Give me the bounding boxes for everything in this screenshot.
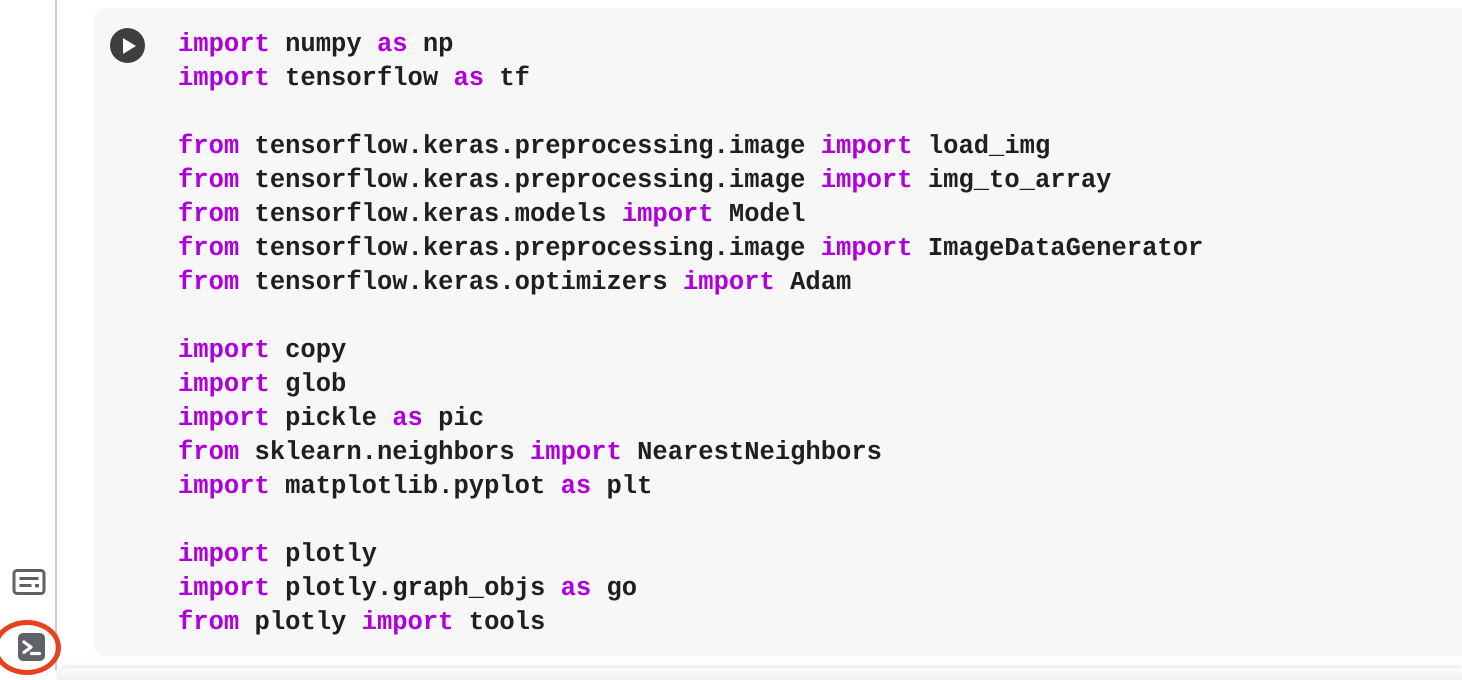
code-line: import copy: [178, 336, 347, 365]
code-line: import plotly.graph_objs as go: [178, 574, 638, 603]
code-line: import glob: [178, 370, 347, 399]
code-line: from tensorflow.keras.preprocessing.imag…: [178, 166, 1112, 195]
executed-code-history-icon[interactable]: [11, 566, 47, 598]
code-line: [178, 504, 1448, 538]
code-line: from sklearn.neighbors import NearestNei…: [178, 438, 882, 467]
code-line: [178, 300, 1448, 334]
code-line: import pickle as pic: [178, 404, 485, 433]
code-cell: import numpy as np import tensorflow as t…: [94, 8, 1462, 656]
code-line: from tensorflow.keras.optimizers import …: [178, 268, 852, 297]
terminal-icon[interactable]: [18, 633, 45, 661]
code-line: from tensorflow.keras.models import Mode…: [178, 200, 806, 229]
play-icon: [123, 37, 136, 54]
terminal-icon-glyph: [22, 640, 42, 656]
code-line: import numpy as np: [178, 30, 454, 59]
code-line: import plotly: [178, 540, 377, 569]
code-line: from tensorflow.keras.preprocessing.imag…: [178, 234, 1204, 263]
code-line: import tensorflow as tf: [178, 64, 530, 93]
code-line: import matplotlib.pyplot as plt: [178, 472, 653, 501]
code-line: from plotly import tools: [178, 608, 546, 637]
history-icon-glyph: [12, 569, 46, 595]
terminal-icon-box: [18, 633, 45, 661]
left-rail-divider: [55, 0, 57, 670]
bottom-panel-edge[interactable]: [57, 668, 1462, 680]
code-editor[interactable]: import numpy as np import tensorflow as t…: [178, 28, 1448, 640]
run-cell-button[interactable]: [110, 28, 145, 63]
code-line: [178, 96, 1448, 130]
code-line: from tensorflow.keras.preprocessing.imag…: [178, 132, 1051, 161]
